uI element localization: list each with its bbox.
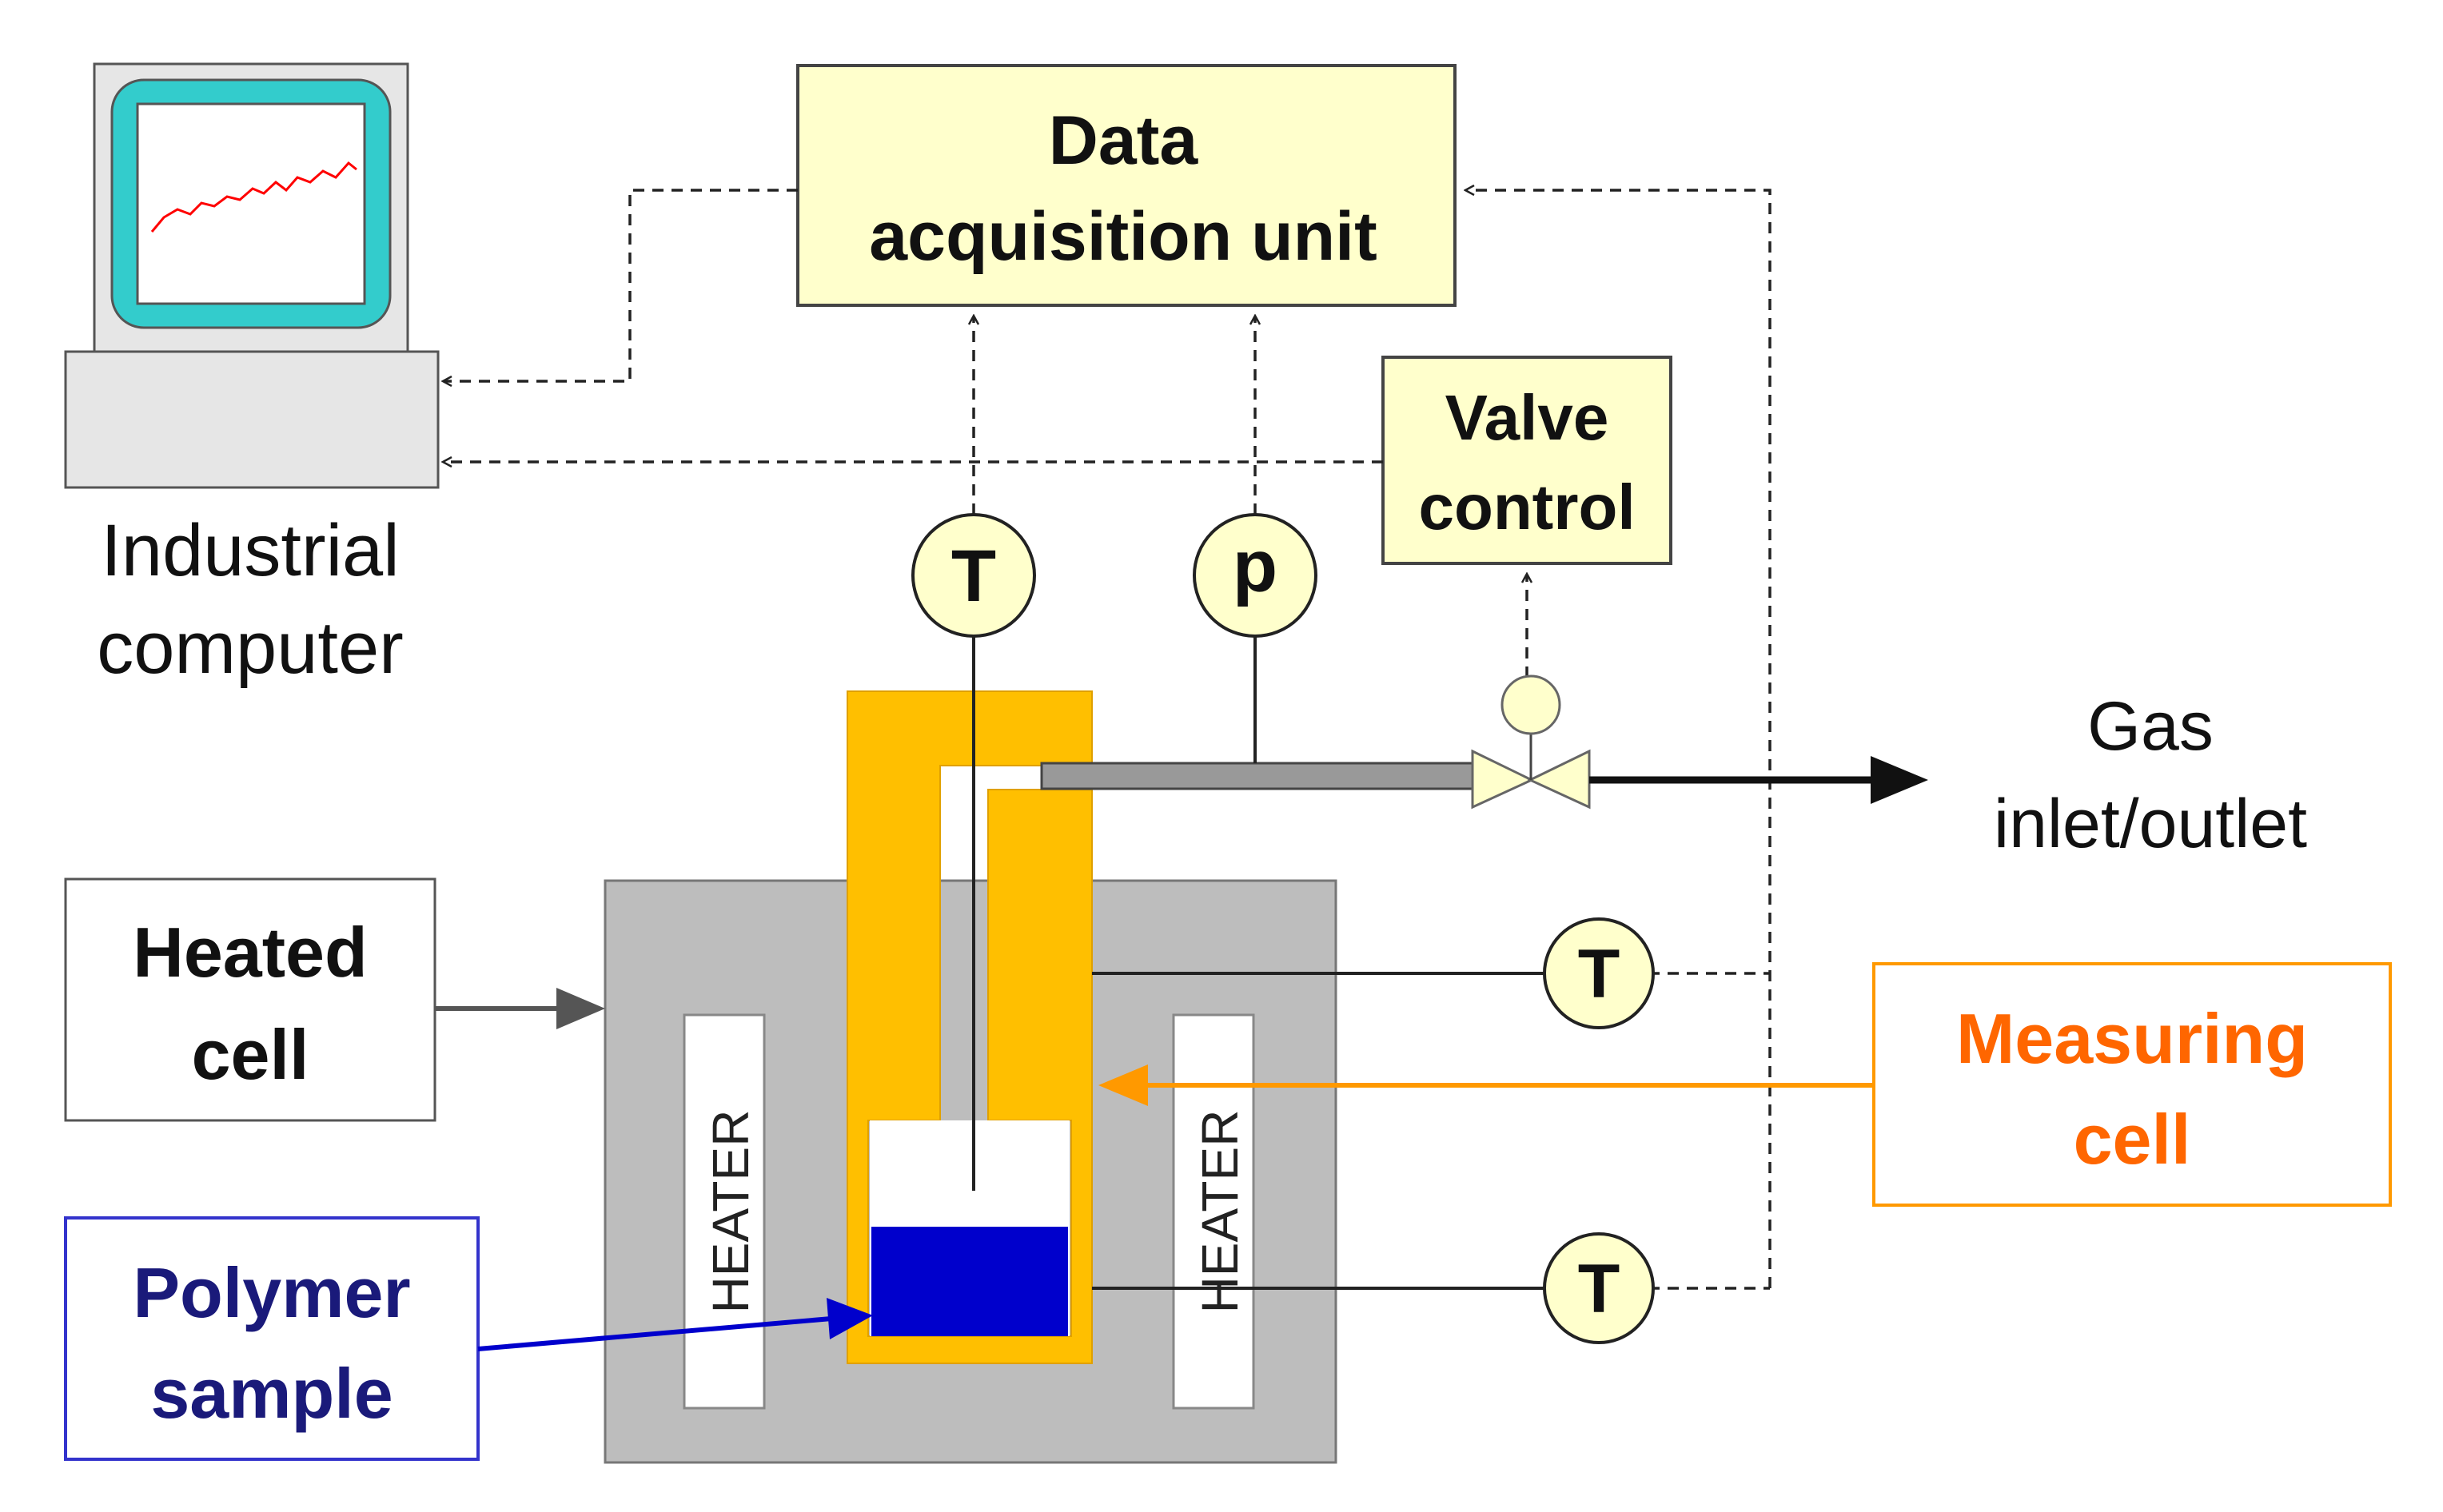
daq-label-line1: Data: [1049, 102, 1199, 179]
gas-label-line2: inlet/outlet: [1994, 786, 2307, 862]
heater-right-label: HEATER: [1191, 1110, 1249, 1314]
valve-control-box: [1381, 356, 1672, 565]
gauge-p: p: [1193, 513, 1317, 638]
signal-lines: [444, 190, 1771, 1290]
polymer-label-line2: sample: [150, 1354, 393, 1433]
heater-left: [683, 1013, 766, 1410]
measuring-cell-label-line1: Measuring: [1956, 999, 2308, 1078]
polymer-sample: [871, 1227, 1068, 1336]
gauge-t-top-label: T: [951, 535, 996, 617]
gas-label-line1: Gas: [2087, 688, 2214, 765]
polymer-sample-label-box: [64, 1216, 480, 1461]
gauge-t-bottom: T: [1543, 1232, 1655, 1344]
gas-outlet-arrowhead: [1871, 756, 1928, 804]
gauge-t-mid-label: T: [1578, 936, 1620, 1013]
computer-label-line1: Industrial: [101, 510, 399, 591]
heated-cell-arrowhead: [556, 988, 605, 1029]
heated-cell-label-line1: Heated: [133, 913, 367, 992]
monitor-plot-line: [150, 161, 357, 233]
heater-right: [1172, 1013, 1255, 1410]
polymer-label-line1: Polymer: [133, 1253, 410, 1332]
heater-left-label: HEATER: [702, 1110, 759, 1314]
data-acquisition-unit-box: [796, 64, 1457, 307]
measuring-cell-label-line2: cell: [2074, 1100, 2191, 1179]
measuring-cell-arrowhead: [1098, 1064, 1148, 1106]
gauge-t-mid: T: [1543, 917, 1655, 1029]
gauge-t-bottom-label: T: [1578, 1251, 1620, 1327]
computer-label-line2: computer: [97, 607, 404, 689]
measuring-cell-label-box: [1872, 962, 2392, 1207]
polymer-arrowhead: [827, 1298, 873, 1339]
daq-label-line2: acquisition unit: [869, 198, 1377, 275]
gauge-t-top: T: [911, 513, 1036, 638]
valve-control-label-line1: Valve: [1445, 382, 1609, 453]
heated-cell-label-box: [64, 877, 436, 1122]
gas-pipe: [1040, 762, 1481, 790]
polymer-arrow-line: [477, 1316, 832, 1351]
computer-icon: [64, 62, 440, 489]
valve-control-label-line2: control: [1418, 472, 1635, 543]
heated-cell-label-line2: cell: [192, 1015, 309, 1094]
gauge-p-label: p: [1233, 526, 1277, 607]
valve-icon: [1471, 674, 1591, 810]
